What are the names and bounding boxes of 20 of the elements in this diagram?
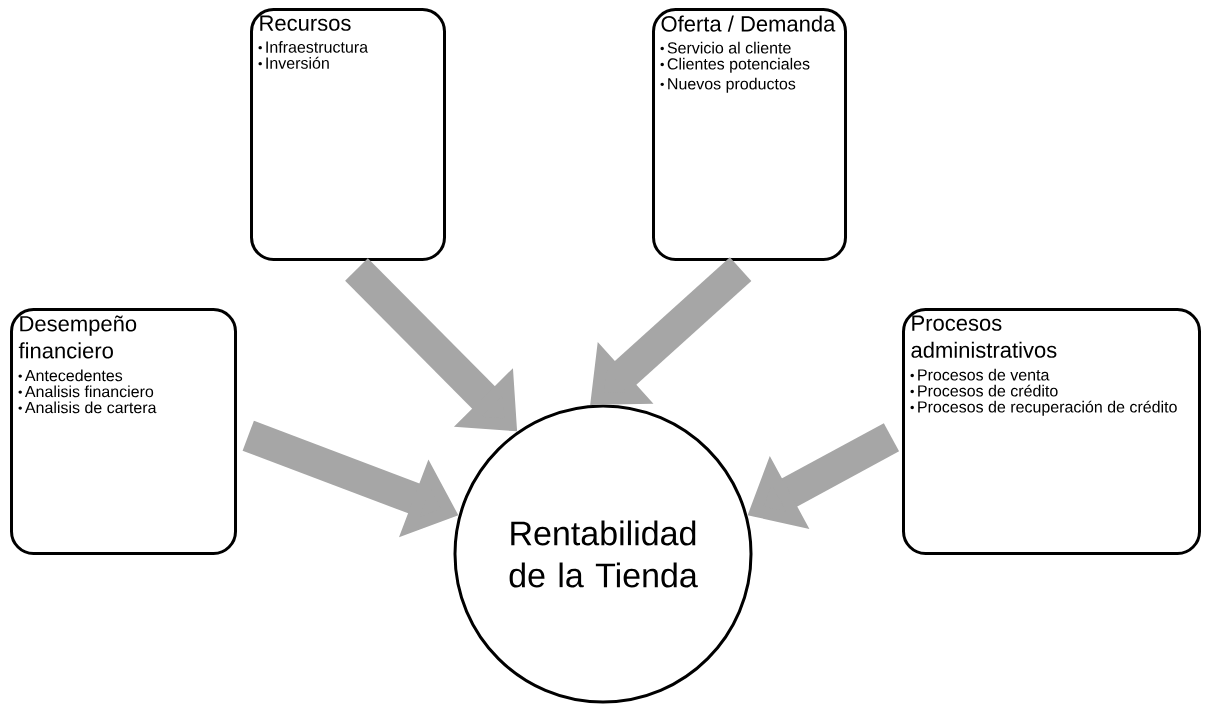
topic-box — [652, 8, 847, 261]
bullet-item: Procesos de venta — [918, 368, 1050, 381]
box-heading: Recursos — [260, 15, 351, 31]
topic-box — [250, 8, 446, 261]
topic-box — [902, 308, 1201, 555]
block-arrow — [590, 257, 752, 405]
box-heading: Procesos administrativos — [911, 315, 1057, 358]
bullet-item: Analisis financiero — [24, 385, 154, 398]
bullet-item: Inversión — [266, 56, 329, 69]
bullet-item: Analisis de cartera — [24, 401, 157, 414]
box-heading: Desempeño financiero — [18, 315, 137, 359]
bullet-item: Clientes potenciales — [667, 57, 810, 73]
bullet-item: Procesos de crédito — [918, 384, 1058, 397]
topic-box — [10, 308, 237, 555]
bullet-item: Nuevos productos — [668, 77, 796, 93]
bullet-item: Antecedentes — [24, 369, 123, 382]
bullet-item: Procesos de recuperación de crédito — [918, 400, 1177, 416]
bullet-item: Infraestructura — [266, 41, 369, 53]
bullet-item: Servicio al cliente — [667, 41, 791, 54]
box-heading: Oferta / Demanda — [661, 15, 836, 32]
